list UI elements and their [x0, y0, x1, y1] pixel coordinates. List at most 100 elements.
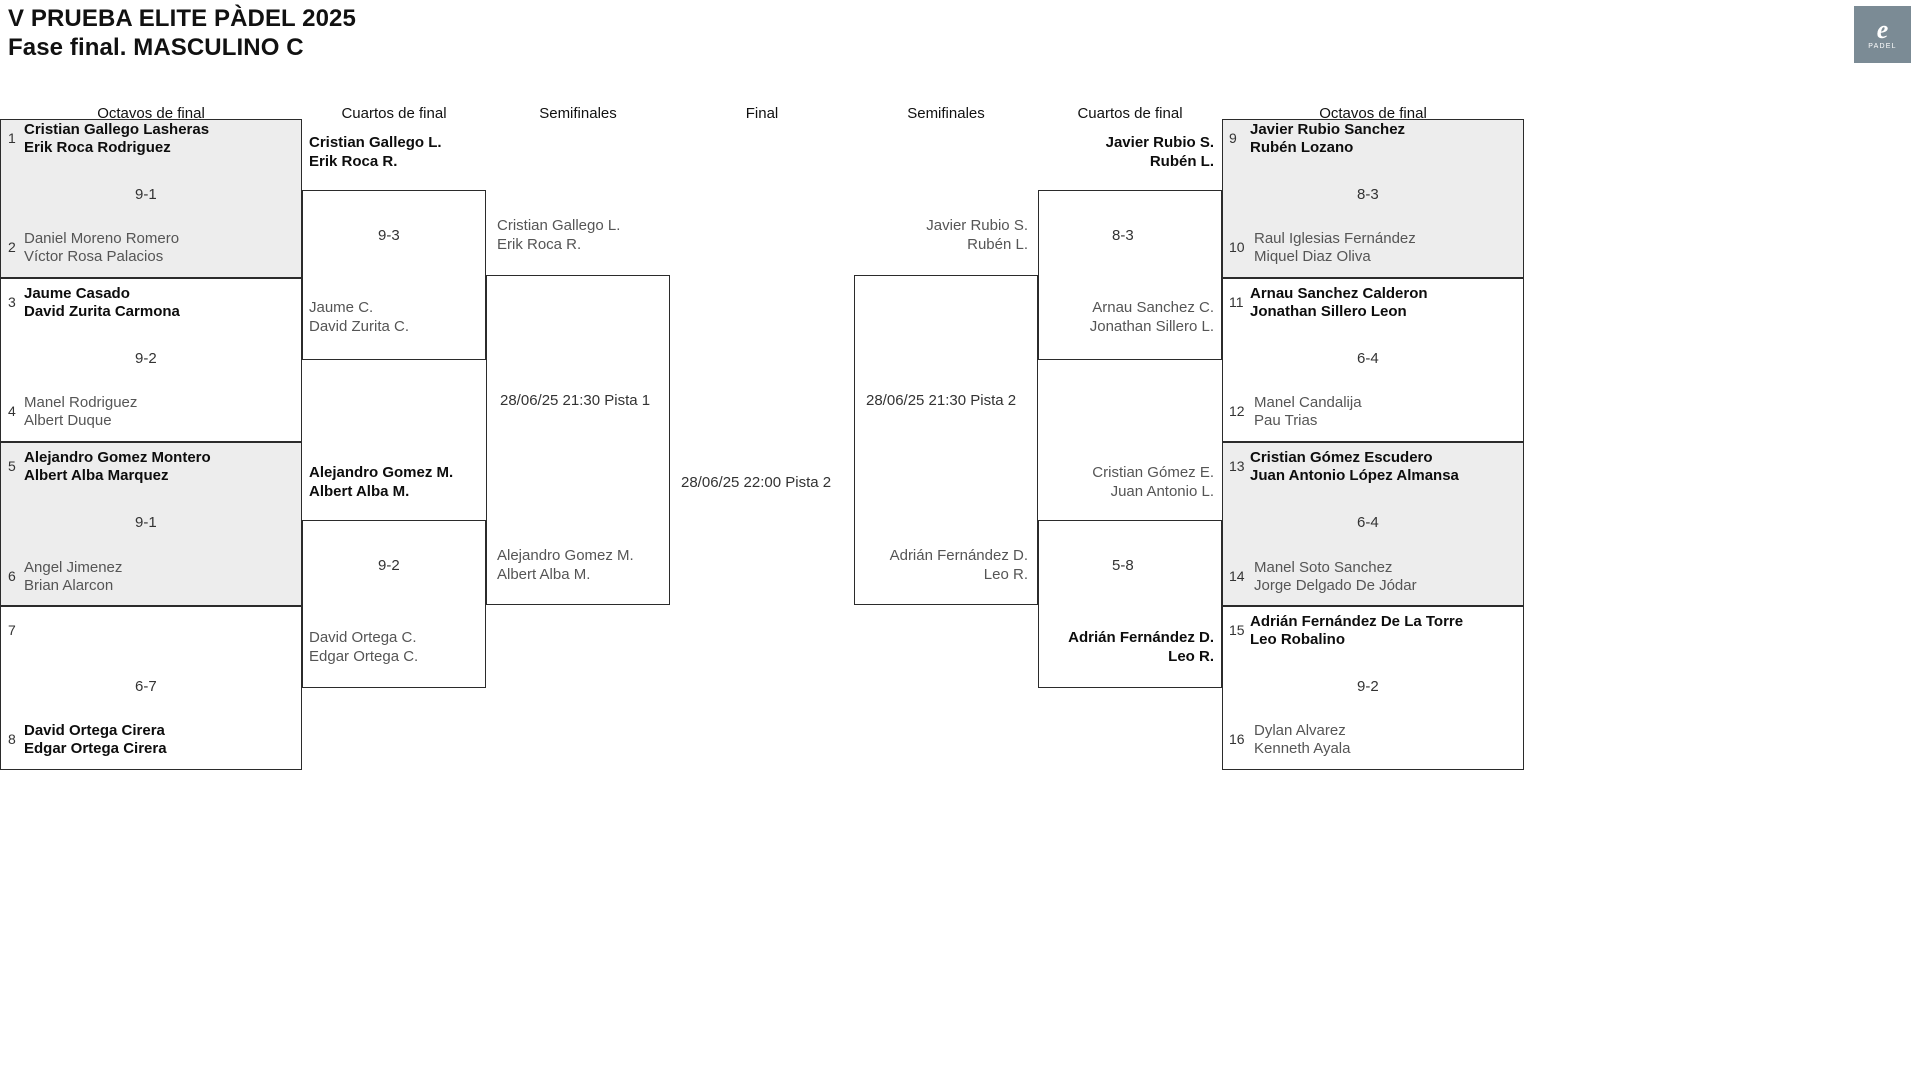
left-r16-4-bottom-player2: Edgar Ortega Cirera	[24, 740, 167, 757]
left-sf-bottom-player2: Albert Alba M.	[497, 566, 591, 583]
right-qf-1-bottom-player1: Arnau Sanchez C.	[1092, 299, 1214, 316]
right-sf-match[interactable]	[854, 275, 1038, 605]
left-r16-3-bottom-player1: Angel Jimenez	[24, 559, 123, 576]
right-r16-2-top-seed: 11	[1229, 294, 1244, 310]
right-r16-1-bottom-seed: 10	[1229, 239, 1245, 255]
left-r16-match-3[interactable]	[0, 442, 302, 606]
round-header-right-r16: Octavos de final	[1319, 105, 1427, 122]
left-qf-2-score: 9-2	[378, 557, 400, 574]
right-r16-3-bottom-player2: Jorge Delgado De Jódar	[1254, 577, 1417, 594]
right-qf-2-bottom-player2: Leo R.	[1168, 648, 1214, 665]
round-header-final: Final	[745, 105, 779, 122]
logo-mark-icon: e	[1876, 15, 1889, 44]
right-qf-1-bottom-player2: Jonathan Sillero L.	[1089, 318, 1214, 335]
left-r16-match-1[interactable]	[0, 119, 302, 278]
title-block: V PRUEBA ELITE PÀDEL 2025 Fase final. MA…	[8, 4, 356, 62]
left-r16-4-top-seed: 7	[8, 622, 16, 638]
right-r16-4-score: 9-2	[1357, 678, 1379, 695]
right-r16-2-bottom-seed: 12	[1229, 403, 1245, 419]
right-qf-match-2[interactable]	[1038, 520, 1222, 688]
left-r16-2-top-player2: David Zurita Carmona	[24, 303, 180, 320]
right-r16-4-bottom-player1: Dylan Alvarez	[1254, 722, 1346, 739]
right-r16-match-2[interactable]	[1222, 278, 1524, 442]
left-qf-1-bottom-player1: Jaume C.	[309, 299, 374, 316]
right-r16-3-top-player2: Juan Antonio López Almansa	[1250, 467, 1459, 484]
left-qf-1-top-player1: Cristian Gallego L.	[309, 134, 442, 151]
left-qf-1-score: 9-3	[378, 227, 400, 244]
right-r16-3-score: 6-4	[1357, 514, 1379, 531]
left-r16-3-bottom-seed: 6	[8, 568, 16, 584]
right-sf-top-player2: Rubén L.	[967, 236, 1028, 253]
left-r16-match-4[interactable]	[0, 606, 302, 770]
left-qf-match-2[interactable]	[302, 520, 486, 688]
round-header-left-sf: Semifinales	[539, 105, 617, 122]
left-r16-3-top-player1: Alejandro Gomez Montero	[24, 449, 211, 466]
right-r16-3-bottom-seed: 14	[1229, 568, 1245, 584]
left-sf-match[interactable]	[486, 275, 670, 605]
left-qf-1-bottom-player2: David Zurita C.	[309, 318, 410, 335]
left-r16-4-bottom-player1: David Ortega Cirera	[24, 722, 165, 739]
round-header-right-sf: Semifinales	[907, 105, 985, 122]
left-r16-1-bottom-player1: Daniel Moreno Romero	[24, 230, 180, 247]
right-r16-2-top-player2: Jonathan Sillero Leon	[1250, 303, 1407, 320]
right-r16-match-3[interactable]	[1222, 442, 1524, 606]
left-qf-2-bottom-player1: David Ortega C.	[309, 629, 417, 646]
right-sf-bottom-player1: Adrián Fernández D.	[889, 547, 1028, 564]
left-qf-2-bottom-player2: Edgar Ortega C.	[309, 648, 419, 665]
round-header-left-qf: Cuartos de final	[341, 105, 447, 122]
left-r16-1-top-seed: 1	[8, 130, 16, 146]
left-qf-match-1[interactable]	[302, 190, 486, 360]
left-r16-2-score: 9-2	[135, 350, 157, 367]
left-r16-1-bottom-player2: Víctor Rosa Palacios	[24, 248, 164, 265]
final-schedule: 28/06/25 22:00 Pista 2	[681, 474, 832, 491]
right-r16-1-top-player1: Javier Rubio Sanchez	[1250, 121, 1406, 138]
right-r16-2-top-player1: Arnau Sanchez Calderon	[1250, 285, 1428, 302]
left-r16-1-score: 9-1	[135, 186, 157, 203]
left-sf-top-player1: Cristian Gallego L.	[497, 217, 621, 234]
left-r16-2-bottom-seed: 4	[8, 403, 16, 419]
right-r16-match-1[interactable]	[1222, 119, 1524, 278]
right-r16-3-bottom-player1: Manel Soto Sanchez	[1254, 559, 1393, 576]
right-r16-3-top-player1: Cristian Gómez Escudero	[1250, 449, 1433, 466]
left-qf-1-top-player2: Erik Roca R.	[309, 153, 398, 170]
right-sf-top-player1: Javier Rubio S.	[926, 217, 1028, 234]
left-r16-4-score: 6-7	[135, 678, 157, 695]
right-r16-1-top-player2: Rubén Lozano	[1250, 139, 1354, 156]
right-r16-2-bottom-player2: Pau Trias	[1254, 412, 1318, 429]
right-sf-schedule: 28/06/25 21:30 Pista 2	[866, 392, 1017, 409]
right-r16-4-bottom-seed: 16	[1229, 731, 1245, 747]
left-r16-4-bottom-seed: 8	[8, 731, 16, 747]
right-r16-2-score: 6-4	[1357, 350, 1379, 367]
left-r16-1-top-player1: Cristian Gallego Lasheras	[24, 121, 210, 138]
left-r16-2-top-player1: Jaume Casado	[24, 285, 130, 302]
left-r16-2-bottom-player2: Albert Duque	[24, 412, 112, 429]
right-r16-4-bottom-player2: Kenneth Ayala	[1254, 740, 1351, 757]
logo-wordmark: PADEL	[1868, 43, 1897, 50]
left-sf-bottom-player1: Alejandro Gomez M.	[497, 547, 634, 564]
left-r16-match-2[interactable]	[0, 278, 302, 442]
right-r16-1-score: 8-3	[1357, 186, 1379, 203]
left-r16-3-score: 9-1	[135, 514, 157, 531]
elite-padel-logo: e PADEL	[1854, 6, 1911, 63]
left-r16-1-bottom-seed: 2	[8, 239, 16, 255]
left-sf-top-player2: Erik Roca R.	[497, 236, 582, 253]
right-r16-4-top-player1: Adrián Fernández De La Torre	[1250, 613, 1464, 630]
left-r16-2-bottom-player1: Manel Rodriguez	[24, 394, 138, 411]
right-r16-1-top-seed: 9	[1229, 130, 1237, 146]
right-qf-1-top-player2: Rubén L.	[1149, 153, 1214, 170]
left-r16-3-top-player2: Albert Alba Marquez	[24, 467, 169, 484]
right-qf-1-top-player1: Javier Rubio S.	[1105, 134, 1214, 151]
left-r16-3-top-seed: 5	[8, 458, 16, 474]
right-r16-match-4[interactable]	[1222, 606, 1524, 770]
right-qf-match-1[interactable]	[1038, 190, 1222, 360]
right-r16-4-top-player2: Leo Robalino	[1250, 631, 1345, 648]
right-qf-2-score: 5-8	[1112, 557, 1134, 574]
right-r16-3-top-seed: 13	[1229, 458, 1245, 474]
right-r16-2-bottom-player1: Manel Candalija	[1254, 394, 1362, 411]
left-qf-2-top-player1: Alejandro Gomez M.	[309, 464, 454, 481]
page-title: V PRUEBA ELITE PÀDEL 2025	[8, 5, 356, 32]
right-r16-1-bottom-player1: Raul Iglesias Fernández	[1254, 230, 1416, 247]
right-qf-2-top-player1: Cristian Gómez E.	[1092, 464, 1214, 481]
left-qf-2-top-player2: Albert Alba M.	[309, 483, 410, 500]
right-sf-bottom-player2: Leo R.	[983, 566, 1028, 583]
